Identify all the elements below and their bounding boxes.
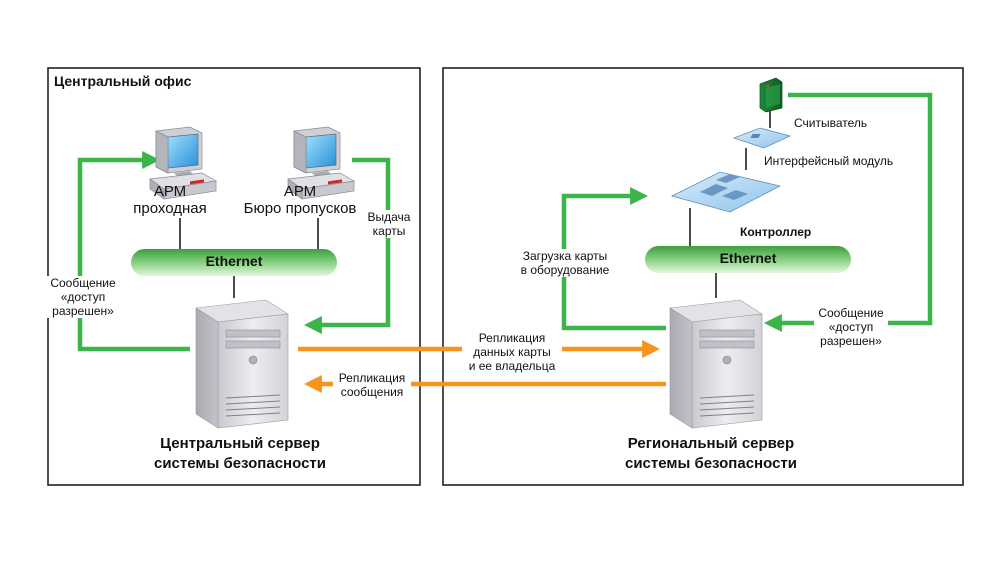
- arm-pass-office-label: АРМ Бюро пропусков: [230, 183, 370, 217]
- message-replication-line-2: сообщения: [340, 385, 404, 399]
- regional-ethernet-label: Ethernet: [719, 250, 777, 266]
- regional-ethernet-bus: [645, 246, 851, 273]
- card-issue-line-2: карты: [372, 224, 406, 238]
- access-message-central-line-2: «доступ: [60, 290, 106, 304]
- central-ethernet-label: Ethernet: [205, 253, 263, 269]
- access-message-central-label: Сообщение «доступ разрешен»: [46, 276, 120, 318]
- card-load-line-2: в оборудование: [520, 263, 610, 277]
- card-issue-line-1: Выдача: [367, 210, 411, 224]
- central-server-title-line-1: Центральный сервер: [160, 435, 320, 452]
- card-replication-line-2: данных карты: [473, 345, 551, 359]
- arrow-card-issue: [303, 157, 391, 334]
- arm-checkpoint-label: АРМ проходная: [100, 183, 240, 217]
- card-reader-icon: [759, 77, 783, 113]
- arm-pass-office-line-1: АРМ: [283, 183, 317, 200]
- access-message-regional-line-1: Сообщение: [818, 306, 884, 320]
- reader-label: Считыватель: [794, 116, 868, 130]
- card-load-line-1: Загрузка карты: [522, 249, 608, 263]
- card-load-label: Загрузка карты в оборудование: [510, 249, 620, 277]
- central-ethernet-bus: [131, 249, 337, 276]
- regional-server-icon: [669, 299, 763, 429]
- controller-label: Контроллер: [740, 225, 812, 239]
- regional-server-title-line-2: системы безопасности: [624, 455, 797, 472]
- regional-office-box: [442, 67, 964, 486]
- message-replication-line-1: Репликация: [338, 371, 406, 385]
- central-server-title: Центральный сервер системы безопасности: [140, 434, 340, 474]
- card-issue-label: Выдача карты: [364, 210, 414, 238]
- arrow-access-granted-central: [77, 151, 190, 352]
- access-message-central-line-1: Сообщение: [50, 276, 116, 290]
- access-message-regional-label: Сообщение «доступ разрешен»: [814, 306, 888, 348]
- card-replication-line-3: и ее владельца: [468, 359, 556, 373]
- regional-server-title: Региональный сервер системы безопасности: [606, 434, 816, 474]
- access-message-central-line-3: разрешен»: [52, 304, 114, 318]
- central-server-title-line-2: системы безопасности: [153, 455, 326, 472]
- message-replication-label: Репликация сообщения: [333, 371, 411, 399]
- access-message-regional-line-3: разрешен»: [820, 334, 882, 348]
- card-replication-label: Репликация данных карты и ее владельца: [462, 331, 562, 373]
- access-message-regional-line-2: «доступ: [828, 320, 874, 334]
- controller-icon: [670, 171, 782, 213]
- interface-module-icon: [732, 127, 792, 149]
- arm-pass-office-line-2: Бюро пропусков: [243, 200, 357, 217]
- central-server-icon: [195, 299, 289, 429]
- central-office-title: Центральный офис: [54, 73, 192, 89]
- regional-server-title-line-1: Региональный сервер: [627, 435, 795, 452]
- arm-checkpoint-line-1: АРМ: [153, 183, 187, 200]
- card-replication-line-1: Репликация: [478, 331, 546, 345]
- interface-module-label: Интерфейсный модуль: [764, 154, 894, 168]
- arm-checkpoint-line-2: проходная: [133, 200, 207, 217]
